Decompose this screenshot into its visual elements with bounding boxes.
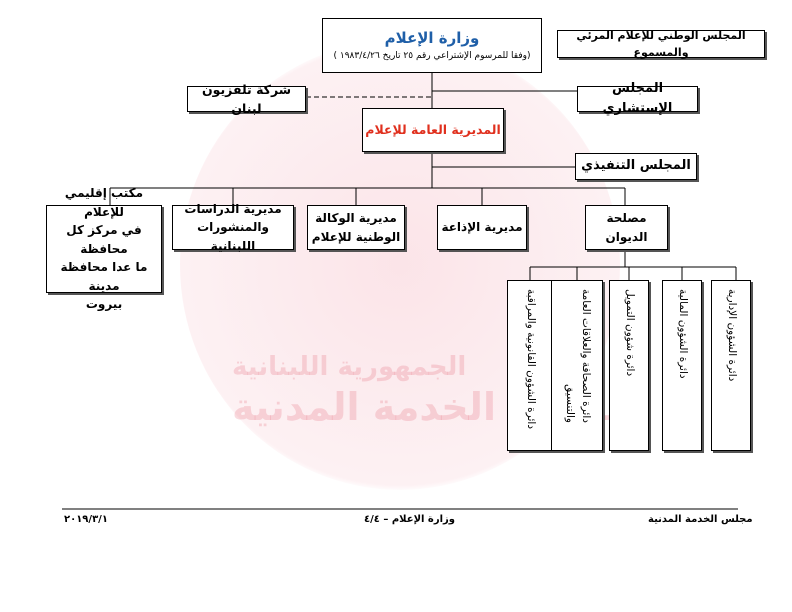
national-audiovisual-council-box: المجلس الوطني للإعلام المرئي والمسموع [557,28,765,59]
dept-financial-box: دائرة الشؤون المالية [662,280,702,451]
dept-legal-box: دائرة الشؤون القانونية والمراقبة [507,280,553,451]
tele-liban-box: شركة تلفزيون لبنان [187,82,306,116]
footer-page: وزارة الإعلام – ٤/٤ [364,514,455,525]
general-directorate-box: المديرية العامة للإعلام [362,108,504,152]
footer-date: ٢٠١٩/٣/١ [64,514,108,525]
dept-press-box: دائرة الصحافة والعلاقات العامة والتنسيق [551,280,603,451]
radio-directorate-label: مديرية الإذاعة [441,220,523,235]
dept-admin-label: دائرة الشؤون الإدارية [725,289,738,382]
regional-office-line-1: مكتب إقليمي للإعلام [64,185,144,219]
office-service-box: مصلحة الديوان [585,205,668,250]
regional-office-line-4: بيروت [85,297,123,312]
office-service-line-2: الديوان [605,229,648,244]
dept-funding-box: دائرة شؤون التمويل [609,280,649,451]
tele-liban-label: شركة تلفزيون لبنان [201,81,292,116]
radio-directorate-box: مديرية الإذاعة [437,205,527,250]
studies-directorate-line-2: والمنشورات اللبنانية [197,220,269,253]
advisory-council-box: المجلس الإستشاري [577,81,698,116]
general-directorate-label: المديرية العامة للإعلام [365,122,501,138]
news-agency-directorate-box: مديرية الوكالة الوطنية للإعلام [307,205,405,250]
dept-financial-label: دائرة الشؤون المالية [676,289,689,379]
dept-legal-label: دائرة الشؤون القانونية والمراقبة [524,289,537,429]
news-agency-directorate-line-1: مديرية الوكالة [315,210,397,225]
ministry-box: وزارة الإعلام (وفقا للمرسوم الإشتراعي رق… [322,18,542,73]
ministry-title: وزارة الإعلام [384,28,480,47]
ministry-subtitle: (وفقا للمرسوم الإشتراعي رقم ٢٥ تاريخ ١٩٨… [333,51,531,62]
studies-directorate-box: مديرية الدراسات والمنشورات اللبنانية [172,202,294,253]
regional-office-box: مكتب إقليمي للإعلام في مركز كل محافظة ما… [46,186,162,311]
advisory-council-label: المجلس الإستشاري [602,80,673,116]
dept-admin-box: دائرة الشؤون الإدارية [711,280,751,451]
executive-council-box: المجلس التنفيذي [575,153,697,180]
regional-office-line-3: ما عدا محافظة مدينة [60,260,148,293]
executive-council-label: المجلس التنفيذي [581,158,691,174]
national-audiovisual-council-label: المجلس الوطني للإعلام المرئي والمسموع [576,28,746,59]
regional-office-line-2: في مركز كل محافظة [66,223,142,256]
dept-press-label: دائرة الصحافة والعلاقات العامة والتنسيق [564,289,592,423]
watermark-line-1: الجمهورية اللبنانية [232,352,467,382]
studies-directorate-line-1: مديرية الدراسات [184,201,282,216]
dept-funding-label: دائرة شؤون التمويل [623,289,636,377]
footer-org: مجلس الخدمة المدنية [648,514,753,525]
office-service-line-1: مصلحة [606,210,647,225]
news-agency-directorate-line-2: الوطنية للإعلام [311,229,401,244]
